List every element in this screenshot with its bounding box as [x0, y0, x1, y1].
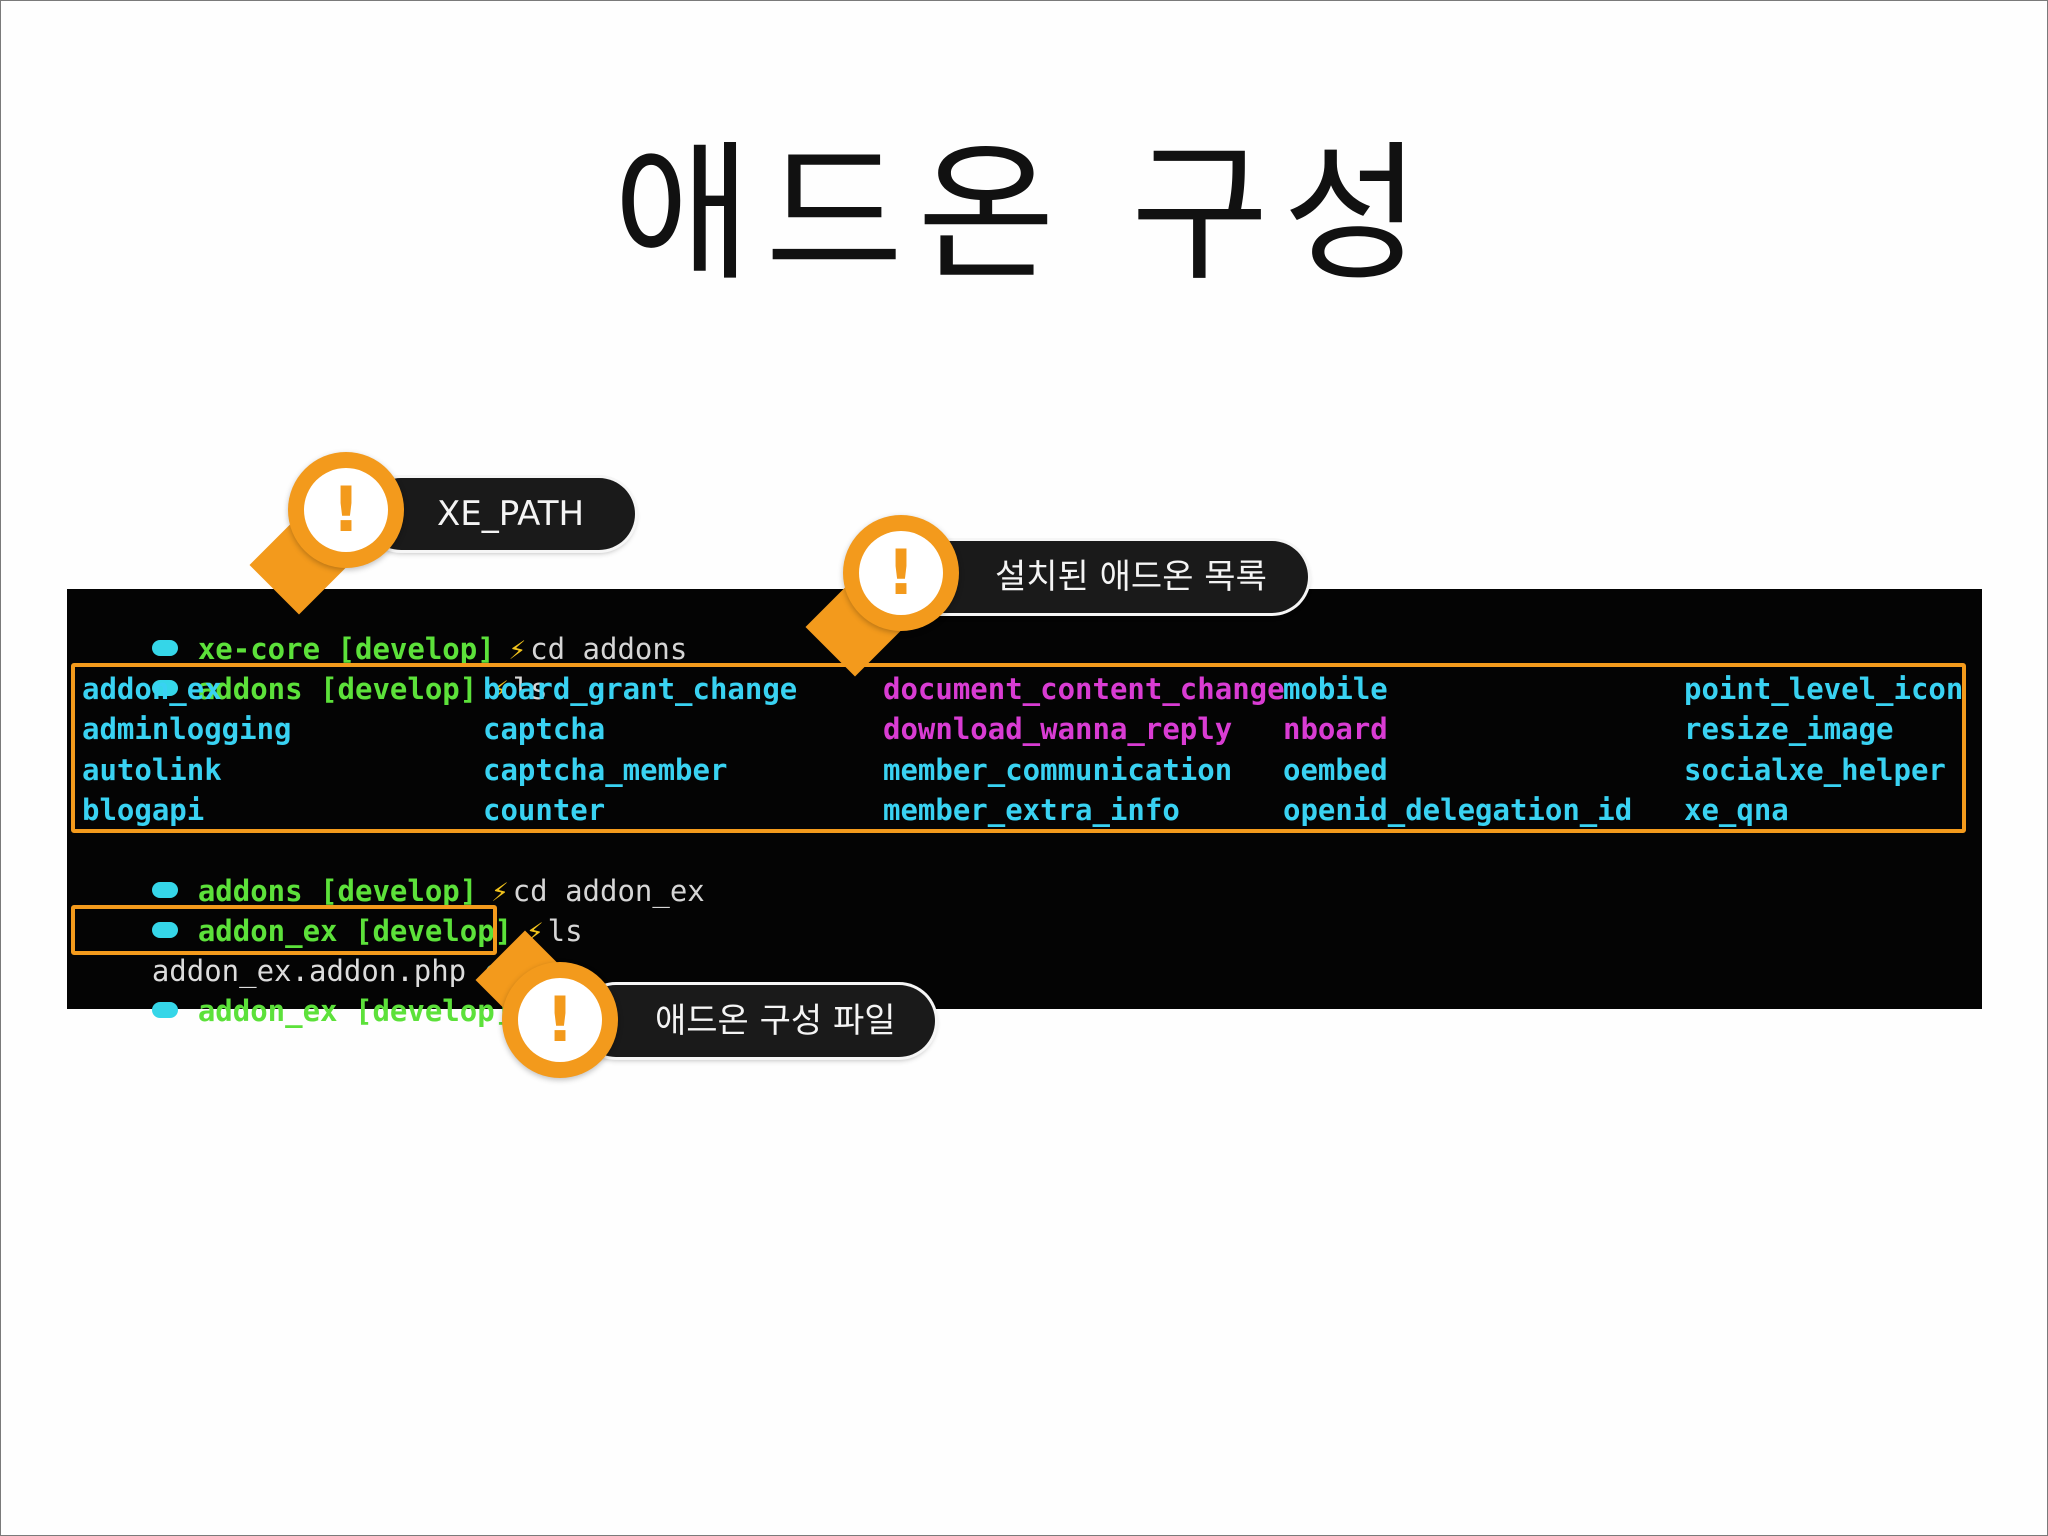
exclamation-glyph: !	[304, 468, 388, 552]
prompt-dir: addon_ex	[197, 914, 338, 948]
cloud-icon	[151, 1002, 178, 1018]
addon-entry: mobile	[1283, 672, 1388, 706]
cloud-icon	[151, 882, 178, 898]
addon-entry: document_content_change	[883, 672, 1285, 706]
addon-entry: adminlogging	[82, 712, 292, 746]
terminal-screenshot: xe-core [develop]⚡cd addons addons [deve…	[67, 589, 1982, 1028]
file-entry: addon_ex.addon.php	[151, 954, 467, 988]
exclamation-icon: !	[288, 452, 404, 568]
prompt-line: addon_ex [develop] ⚡ ls	[82, 871, 583, 948]
prompt-line: xe-core [develop] ⚡cd addons	[82, 589, 687, 666]
cloud-icon	[151, 680, 178, 696]
addon-entry: addon_ex	[82, 672, 222, 706]
addon-entry: oembed	[1283, 753, 1388, 787]
bolt-icon: ⚡	[508, 632, 527, 666]
addon-entry: member_communication	[883, 753, 1233, 787]
prompt-dir: xe-core	[197, 632, 321, 666]
prompt-line: addon_ex [develop]⚡	[82, 951, 548, 1028]
installed-addons-highlight	[71, 663, 1966, 833]
exclamation-icon: !	[502, 962, 618, 1078]
prompt-command: cd addons	[530, 632, 688, 666]
exclamation-icon: !	[843, 515, 959, 631]
addon-entry: point_level_icon	[1684, 672, 1964, 706]
prompt-branch: [develop]	[320, 874, 478, 908]
addon-entry: blogapi	[82, 793, 205, 827]
prompt-dir: addon_ex	[197, 994, 338, 1028]
cloud-icon	[151, 922, 178, 938]
prompt-line: addons [develop] ⚡cd addon_ex	[82, 831, 705, 908]
addon-entry: captcha	[483, 712, 606, 746]
addon-entry: member_extra_info	[883, 793, 1180, 827]
bolt-icon: ⚡	[491, 672, 509, 706]
addon-entry: board_grant_change	[483, 672, 798, 706]
prompt-branch: [develop]	[355, 914, 513, 948]
prompt-command: ls	[512, 672, 548, 706]
exclamation-glyph: !	[518, 978, 602, 1062]
addon-entry: download_wanna_reply	[883, 712, 1233, 746]
addon-entry: resize_image	[1684, 712, 1894, 746]
addon-entry: nboard	[1283, 712, 1388, 746]
addon-entry: socialxe_helper	[1684, 753, 1946, 787]
prompt-command: cd addon_ex	[512, 874, 705, 908]
prompt-branch: [develop]	[337, 632, 495, 666]
addon-entry: counter	[483, 793, 606, 827]
cloud-icon	[151, 640, 178, 656]
prompt-dir: addons	[197, 672, 303, 706]
callout-label: 설치된 애드온 목록	[900, 541, 1308, 613]
addon-config-file-highlight	[71, 905, 497, 955]
addon-entry: xe_qna	[1684, 793, 1789, 827]
addon-entry: openid_delegation_id	[1283, 793, 1633, 827]
prompt-dir: addons	[197, 874, 303, 908]
prompt-branch: [develop]	[320, 672, 478, 706]
addon-entry: autolink	[82, 753, 222, 787]
addon-entry: captcha_member	[483, 753, 728, 787]
callout-label: 애드온 구성 파일	[580, 985, 935, 1057]
prompt-line: addons [develop]⚡ls	[82, 629, 548, 706]
prompt-command: ls	[547, 914, 583, 948]
slide-title: 애드온 구성	[613, 128, 1435, 302]
bolt-icon: ⚡	[491, 874, 509, 908]
prompt-branch: [develop]	[355, 994, 513, 1028]
exclamation-glyph: !	[859, 531, 943, 615]
callout-label: XE_PATH	[365, 478, 635, 550]
